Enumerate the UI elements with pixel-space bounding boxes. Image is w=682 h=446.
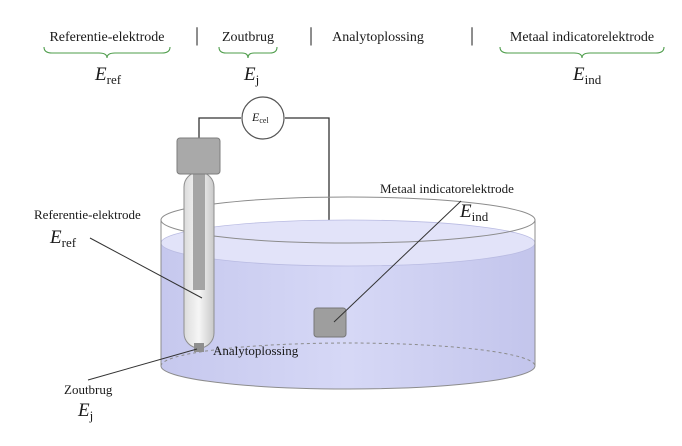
brace-salt-bridge — [218, 46, 278, 59]
callout-salt-bridge: Zoutbrug Ej — [64, 348, 198, 423]
header-symbol-e-ind: Eind — [572, 64, 602, 87]
header-separator-3: | — [470, 24, 474, 46]
callout-indicator: Metaal indicatorelektrode Eind — [333, 181, 514, 323]
header-label-analyte-solution: Analytoplossing — [332, 30, 424, 45]
brace-indicator — [499, 46, 665, 59]
callout-label-salt-bridge: Zoutbrug — [64, 382, 113, 397]
voltmeter-label: Ecel — [251, 110, 269, 125]
header-symbol-e-ref: Eref — [94, 64, 122, 87]
header-separator-2: | — [309, 24, 313, 46]
callout-symbol-e-ref: Eref — [49, 227, 77, 250]
callout-label-reference-electrode: Referentie-elektrode — [34, 207, 141, 222]
callout-solution: Analytoplossing — [213, 343, 299, 358]
callout-label-analyte-solution: Analytoplossing — [213, 343, 299, 358]
salt-bridge-frit — [194, 343, 204, 352]
analyte-solution — [161, 243, 535, 389]
reference-electrode — [176, 137, 221, 352]
header-separator-1: | — [195, 24, 199, 46]
header-symbol-e-j: Ej — [243, 64, 259, 87]
header-label-salt-bridge: Zoutbrug — [222, 30, 274, 45]
callout-label-metal-indicator-electrode: Metaal indicatorelektrode — [380, 181, 514, 196]
reference-electrode-inner-wire — [193, 172, 205, 290]
header-label-metal-indicator-electrode: Metaal indicatorelektrode — [510, 30, 654, 45]
leader-line-indicator — [333, 200, 462, 323]
header-label-reference-electrode: Referentie-elektrode — [49, 30, 164, 45]
metal-indicator-electrode — [313, 307, 347, 338]
beaker-bottom-front — [160, 365, 536, 390]
beaker — [160, 196, 536, 390]
wire-left — [198, 117, 241, 138]
leader-line-salt-bridge — [87, 348, 198, 381]
voltmeter: Ecel — [241, 96, 285, 140]
callout-symbol-e-ind: Eind — [459, 201, 489, 224]
reference-electrode-cap — [176, 137, 221, 175]
beaker-bottom-back — [160, 342, 536, 367]
callout-reference: Referentie-elektrode Eref — [34, 207, 203, 299]
brace-reference — [43, 46, 171, 59]
cell-notation-header: Referentie-elektrode Eref | Zoutbrug Ej … — [43, 24, 665, 87]
callout-symbol-e-j: Ej — [77, 400, 93, 423]
leader-line-reference — [89, 237, 203, 299]
